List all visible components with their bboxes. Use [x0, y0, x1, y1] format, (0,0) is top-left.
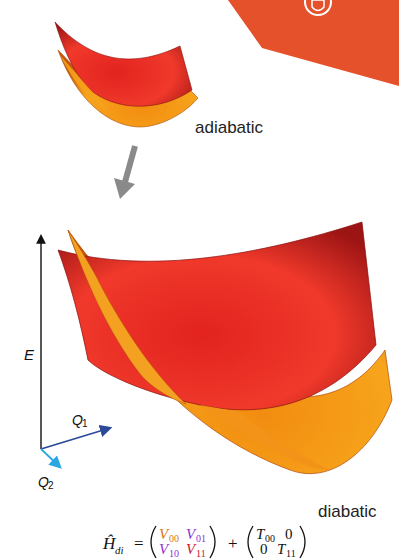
matrix-index: 01 — [196, 534, 206, 544]
transition-arrow — [114, 146, 135, 199]
hamiltonian-subscript: di — [115, 545, 124, 556]
matrix-element: V — [159, 542, 168, 557]
axis-label: Q — [72, 413, 83, 427]
state-label: adiabatic — [195, 119, 263, 136]
matrix-element: V — [186, 527, 195, 542]
diabatic-surfaces — [58, 222, 392, 474]
matrix-brackets — [151, 526, 305, 558]
equals-sign: = — [134, 535, 144, 552]
matrix-element: T — [277, 542, 285, 557]
matrix-element: V — [159, 527, 168, 542]
matrix-index: 00 — [169, 534, 179, 544]
axes — [41, 236, 110, 467]
matrix-element: T — [256, 527, 264, 542]
axis-label: Q — [38, 475, 49, 489]
matrix-element: V — [186, 542, 195, 557]
axis-subscript: 2 — [48, 481, 54, 491]
matrix-element: 0 — [285, 527, 293, 542]
matrix-index: 11 — [196, 549, 206, 559]
matrix-index: 10 — [169, 549, 179, 559]
matrix-element: 0 — [260, 542, 268, 557]
hamiltonian-symbol: Ĥ — [103, 535, 115, 552]
axis-subscript: 1 — [82, 419, 88, 429]
plus-sign: + — [228, 535, 238, 552]
logo-panel — [228, 0, 399, 86]
adiabatic-surfaces — [55, 22, 198, 127]
axis-label: E — [24, 347, 34, 362]
matrix-index: 11 — [286, 549, 296, 559]
state-label: diabatic — [318, 503, 377, 520]
